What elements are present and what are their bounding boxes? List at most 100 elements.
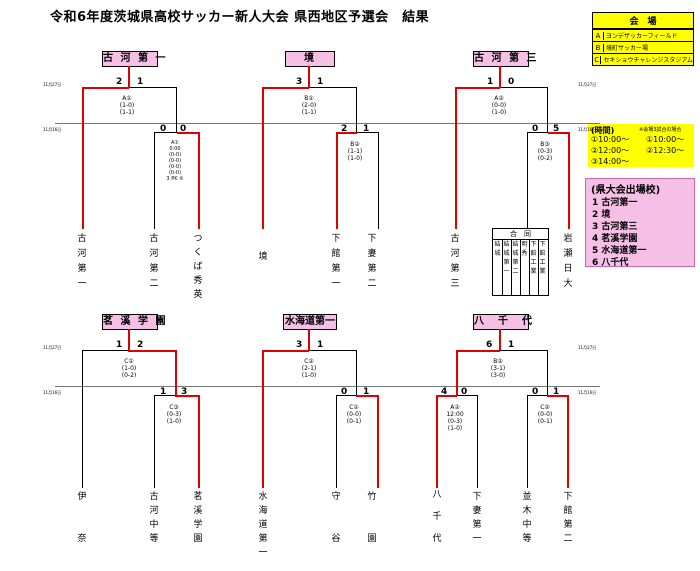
bracket-winner: 茗 溪 学 園 — [102, 314, 165, 330]
winner-line — [336, 132, 357, 134]
bracket-line — [154, 395, 155, 488]
date-divider — [55, 386, 600, 387]
score: 3 — [296, 77, 303, 87]
date-label: 11月27日 — [578, 345, 597, 350]
team-name: 古 河 中 等 — [149, 492, 159, 544]
team-name: 守 谷 — [331, 492, 341, 544]
winner-line — [198, 132, 200, 229]
time-slot: ③14:00～ — [591, 157, 630, 166]
match-score: (0-3) — [537, 148, 553, 155]
match-time: 0:00 — [169, 146, 181, 152]
team-name: 伊 奈 — [77, 492, 87, 544]
match-id: B② — [493, 358, 503, 365]
score: 4 — [441, 387, 448, 397]
match-id: A② — [450, 404, 460, 411]
match-info: C① (0-0) (0-1) — [339, 404, 369, 425]
bracket-line — [547, 87, 548, 132]
date-label: 11月27日 — [43, 345, 62, 350]
joint-team-member: 結城第二 — [511, 240, 521, 295]
team-name: 八 千 代 — [432, 490, 442, 544]
winner-line — [356, 395, 379, 397]
venue-name: ヨンデザッカーフィールド — [606, 33, 678, 40]
bracket-line — [336, 395, 357, 396]
bracket-winner: 古 河 第 一 — [102, 51, 165, 67]
bracket-line — [500, 350, 547, 351]
venue-code: B — [593, 43, 604, 52]
score: 1 — [116, 340, 123, 350]
score: 0 — [180, 124, 187, 134]
match-id: A① — [171, 140, 179, 146]
page-title: 令和6年度茨城県高校サッカー新人大会 県西地区予選会 結果 — [50, 10, 430, 25]
date-label: 11月27日 — [43, 82, 62, 87]
score: 2 — [341, 124, 348, 134]
date-label: 11月16日 — [578, 127, 597, 132]
match-time: 12:00 — [446, 411, 464, 418]
bracket-line — [336, 395, 337, 488]
venue-code: C — [593, 55, 602, 64]
winner-line — [262, 350, 264, 488]
joint-team-member: 下館工業 — [539, 241, 546, 275]
score: 1 — [363, 387, 370, 397]
match-score: (3-0) — [490, 372, 506, 379]
match-id: C① — [124, 358, 134, 365]
score: 1 — [317, 77, 324, 87]
match-score: (1-1) — [301, 109, 317, 116]
match-score: (1-0) — [347, 155, 363, 162]
time-slot-alt: ②12:30～ — [646, 146, 685, 155]
winner-line — [455, 87, 457, 229]
team-name: 並 木 中 等 — [522, 492, 532, 544]
match-info: B③ (0-3) (0-2) — [530, 141, 560, 162]
team-name: 古 河 第 三 — [450, 234, 460, 289]
match-id: A① — [122, 95, 132, 102]
winner-line — [262, 350, 309, 352]
match-info: C② (0-0) (0-1) — [530, 404, 560, 425]
team-name: 下 館 第 二 — [563, 492, 573, 544]
match-info: B② (1-1) (1-0) — [340, 141, 370, 162]
match-info: C③ (0-3) (1-0) — [159, 404, 189, 425]
winner-line — [262, 87, 309, 89]
score: 3 — [181, 387, 188, 397]
score: 0 — [461, 387, 468, 397]
match-score: (0-0) — [168, 152, 182, 158]
venue-code: A — [593, 31, 604, 40]
match-id: B② — [350, 141, 360, 148]
match-id: A② — [494, 95, 504, 102]
bracket-line — [477, 395, 478, 488]
team-name: 竹 園 — [367, 492, 377, 544]
score: 0 — [532, 387, 539, 397]
team-name: 古 河 第 二 — [149, 234, 159, 289]
team-name: 水 海 道 第 一 — [258, 492, 268, 558]
winner-line — [436, 395, 438, 488]
qualifier-item: 3 古河第三 — [592, 222, 638, 232]
bracket-line — [310, 350, 357, 351]
winner-line — [198, 395, 200, 488]
bracket-line — [527, 395, 528, 488]
bracket-line — [527, 132, 528, 228]
match-score: (2-0) — [301, 102, 317, 109]
team-name: 茗 溪 学 園 — [193, 492, 203, 544]
bracket-line — [310, 87, 357, 88]
match-score: (0-2) — [537, 155, 553, 162]
joint-team-header: 合 同 — [493, 229, 548, 240]
qualifier-item: 5 水海道第一 — [592, 246, 647, 256]
score: 5 — [553, 124, 560, 134]
winner-line — [567, 395, 569, 488]
score: 0 — [532, 124, 539, 134]
bracket-line — [130, 87, 177, 88]
match-id: C① — [349, 404, 359, 411]
bracket-winner: 八 千 代 — [473, 314, 532, 330]
match-info: B① (2-0) (1-1) — [294, 95, 324, 116]
team-name: 下 妻 第 二 — [367, 234, 377, 289]
score: 1 — [363, 124, 370, 134]
winner-line — [175, 395, 199, 397]
score: 1 — [553, 387, 560, 397]
winner-line — [436, 395, 457, 397]
match-info: A② (0-0) (1-0) — [484, 95, 514, 116]
date-label: 11月16日 — [43, 127, 62, 132]
date-label: 11月27日 — [578, 82, 597, 87]
match-info: C① (1-0) (0-2) — [114, 358, 144, 379]
match-score: (0-0) — [491, 102, 507, 109]
match-score: (0-1) — [537, 418, 553, 425]
winner-line — [499, 329, 501, 351]
score: 2 — [137, 340, 144, 350]
